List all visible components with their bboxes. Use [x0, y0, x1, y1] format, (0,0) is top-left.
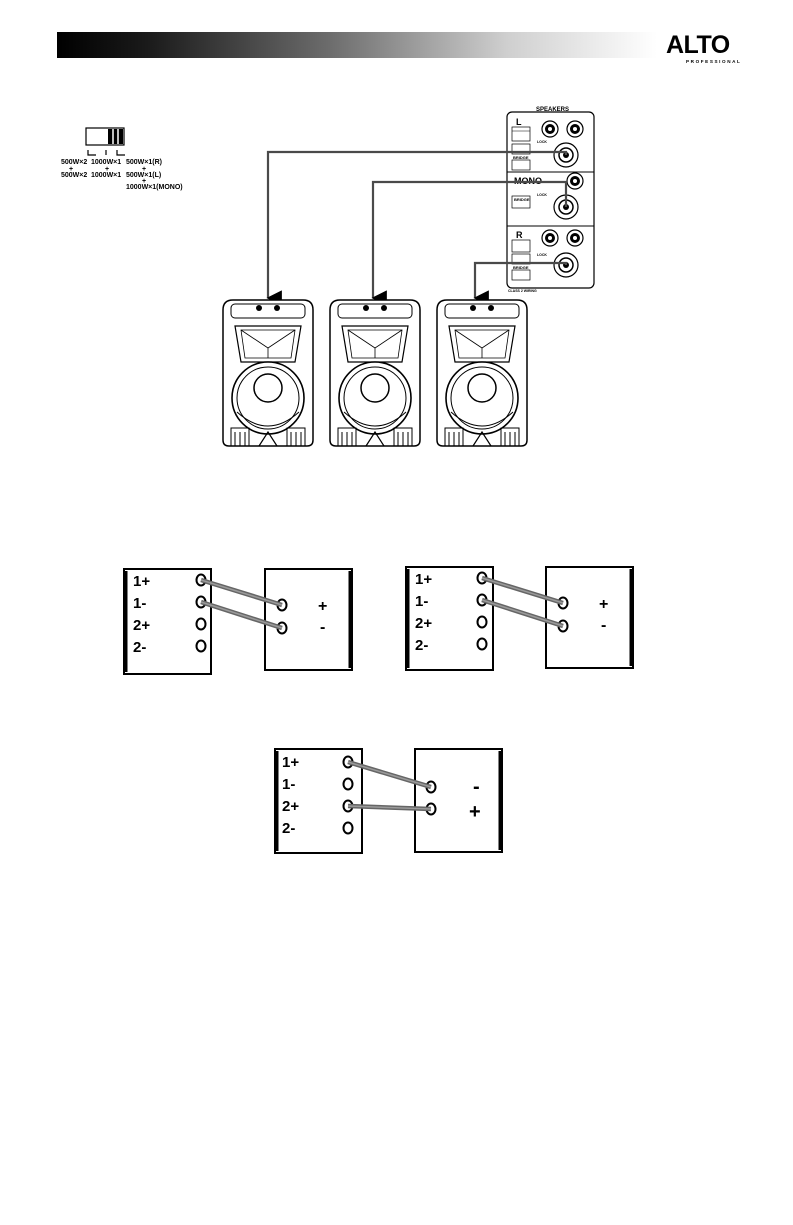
- spk2-label-minus: -: [601, 617, 606, 634]
- amp-panel-title: SPEAKERS: [536, 107, 569, 113]
- speaker-cabinet-right: [437, 300, 527, 446]
- term-label-2minus: 2-: [133, 639, 146, 656]
- lock-label-l: LOCK: [537, 140, 547, 144]
- terminal-diagram-channel-2: 1+ 1- 2+ 2- + -: [406, 567, 633, 670]
- section-label-r: R: [516, 230, 523, 240]
- term-label-1plus: 1+: [133, 573, 150, 590]
- terminal-diagram-channel-1: 1+ 1- 2+ 2- + -: [124, 569, 352, 674]
- spk2-label-plus: +: [599, 596, 608, 613]
- bridge-label-l: BRIDGE: [513, 155, 529, 160]
- bridge-label-r: BRIDGE: [513, 265, 529, 270]
- mode-2-line-1: 1000W×1: [91, 159, 121, 166]
- term2-label-2minus: 2-: [415, 637, 428, 654]
- terminal-diagram-bridge: 1+ 1- 2+ 2- - +: [275, 749, 502, 853]
- spk-label-minus: -: [320, 619, 325, 636]
- term3-label-1plus: 1+: [282, 754, 299, 771]
- section-label-l: L: [516, 117, 522, 127]
- mode-1-line-2: 500W×2: [61, 172, 87, 179]
- lock-label-mono: LOCK: [537, 193, 547, 197]
- term3-label-2plus: 2+: [282, 798, 299, 815]
- speaker-cabinet-left: [223, 300, 313, 446]
- term3-label-2minus: 2-: [282, 820, 295, 837]
- mode-3-line-1: 500W×1(R): [126, 159, 162, 166]
- spk3-label-plus: +: [469, 801, 481, 823]
- term-label-2plus: 2+: [133, 617, 150, 634]
- term-label-1minus: 1-: [133, 595, 146, 612]
- spk3-label-minus: -: [473, 776, 480, 798]
- amp-speaker-panel: SPEAKERS L LOCK BRIDGE MONO LOCK BRIDGE …: [507, 107, 594, 293]
- term2-label-1minus: 1-: [415, 593, 428, 610]
- term2-label-2plus: 2+: [415, 615, 432, 632]
- mode-3-line-3: 1000W×1(MONO): [126, 184, 183, 191]
- term2-label-1plus: 1+: [415, 571, 432, 588]
- lock-label-r: LOCK: [537, 253, 547, 257]
- mode-switch-slider: [108, 129, 123, 144]
- speaker-cabinet-mono: [330, 300, 420, 446]
- spk-label-plus: +: [318, 598, 327, 615]
- bridge-label-mono: BRIDGE: [514, 197, 530, 202]
- term3-label-1minus: 1-: [282, 776, 295, 793]
- amp-panel-footer: CLASS 2 WIRING: [508, 289, 537, 293]
- mode-switch: 500W×2 + 500W×2 1000W×1 + 1000W×1 500W×1…: [61, 128, 183, 191]
- mode-2-line-2: 1000W×1: [91, 172, 121, 179]
- mode-1-line-1: 500W×2: [61, 159, 87, 166]
